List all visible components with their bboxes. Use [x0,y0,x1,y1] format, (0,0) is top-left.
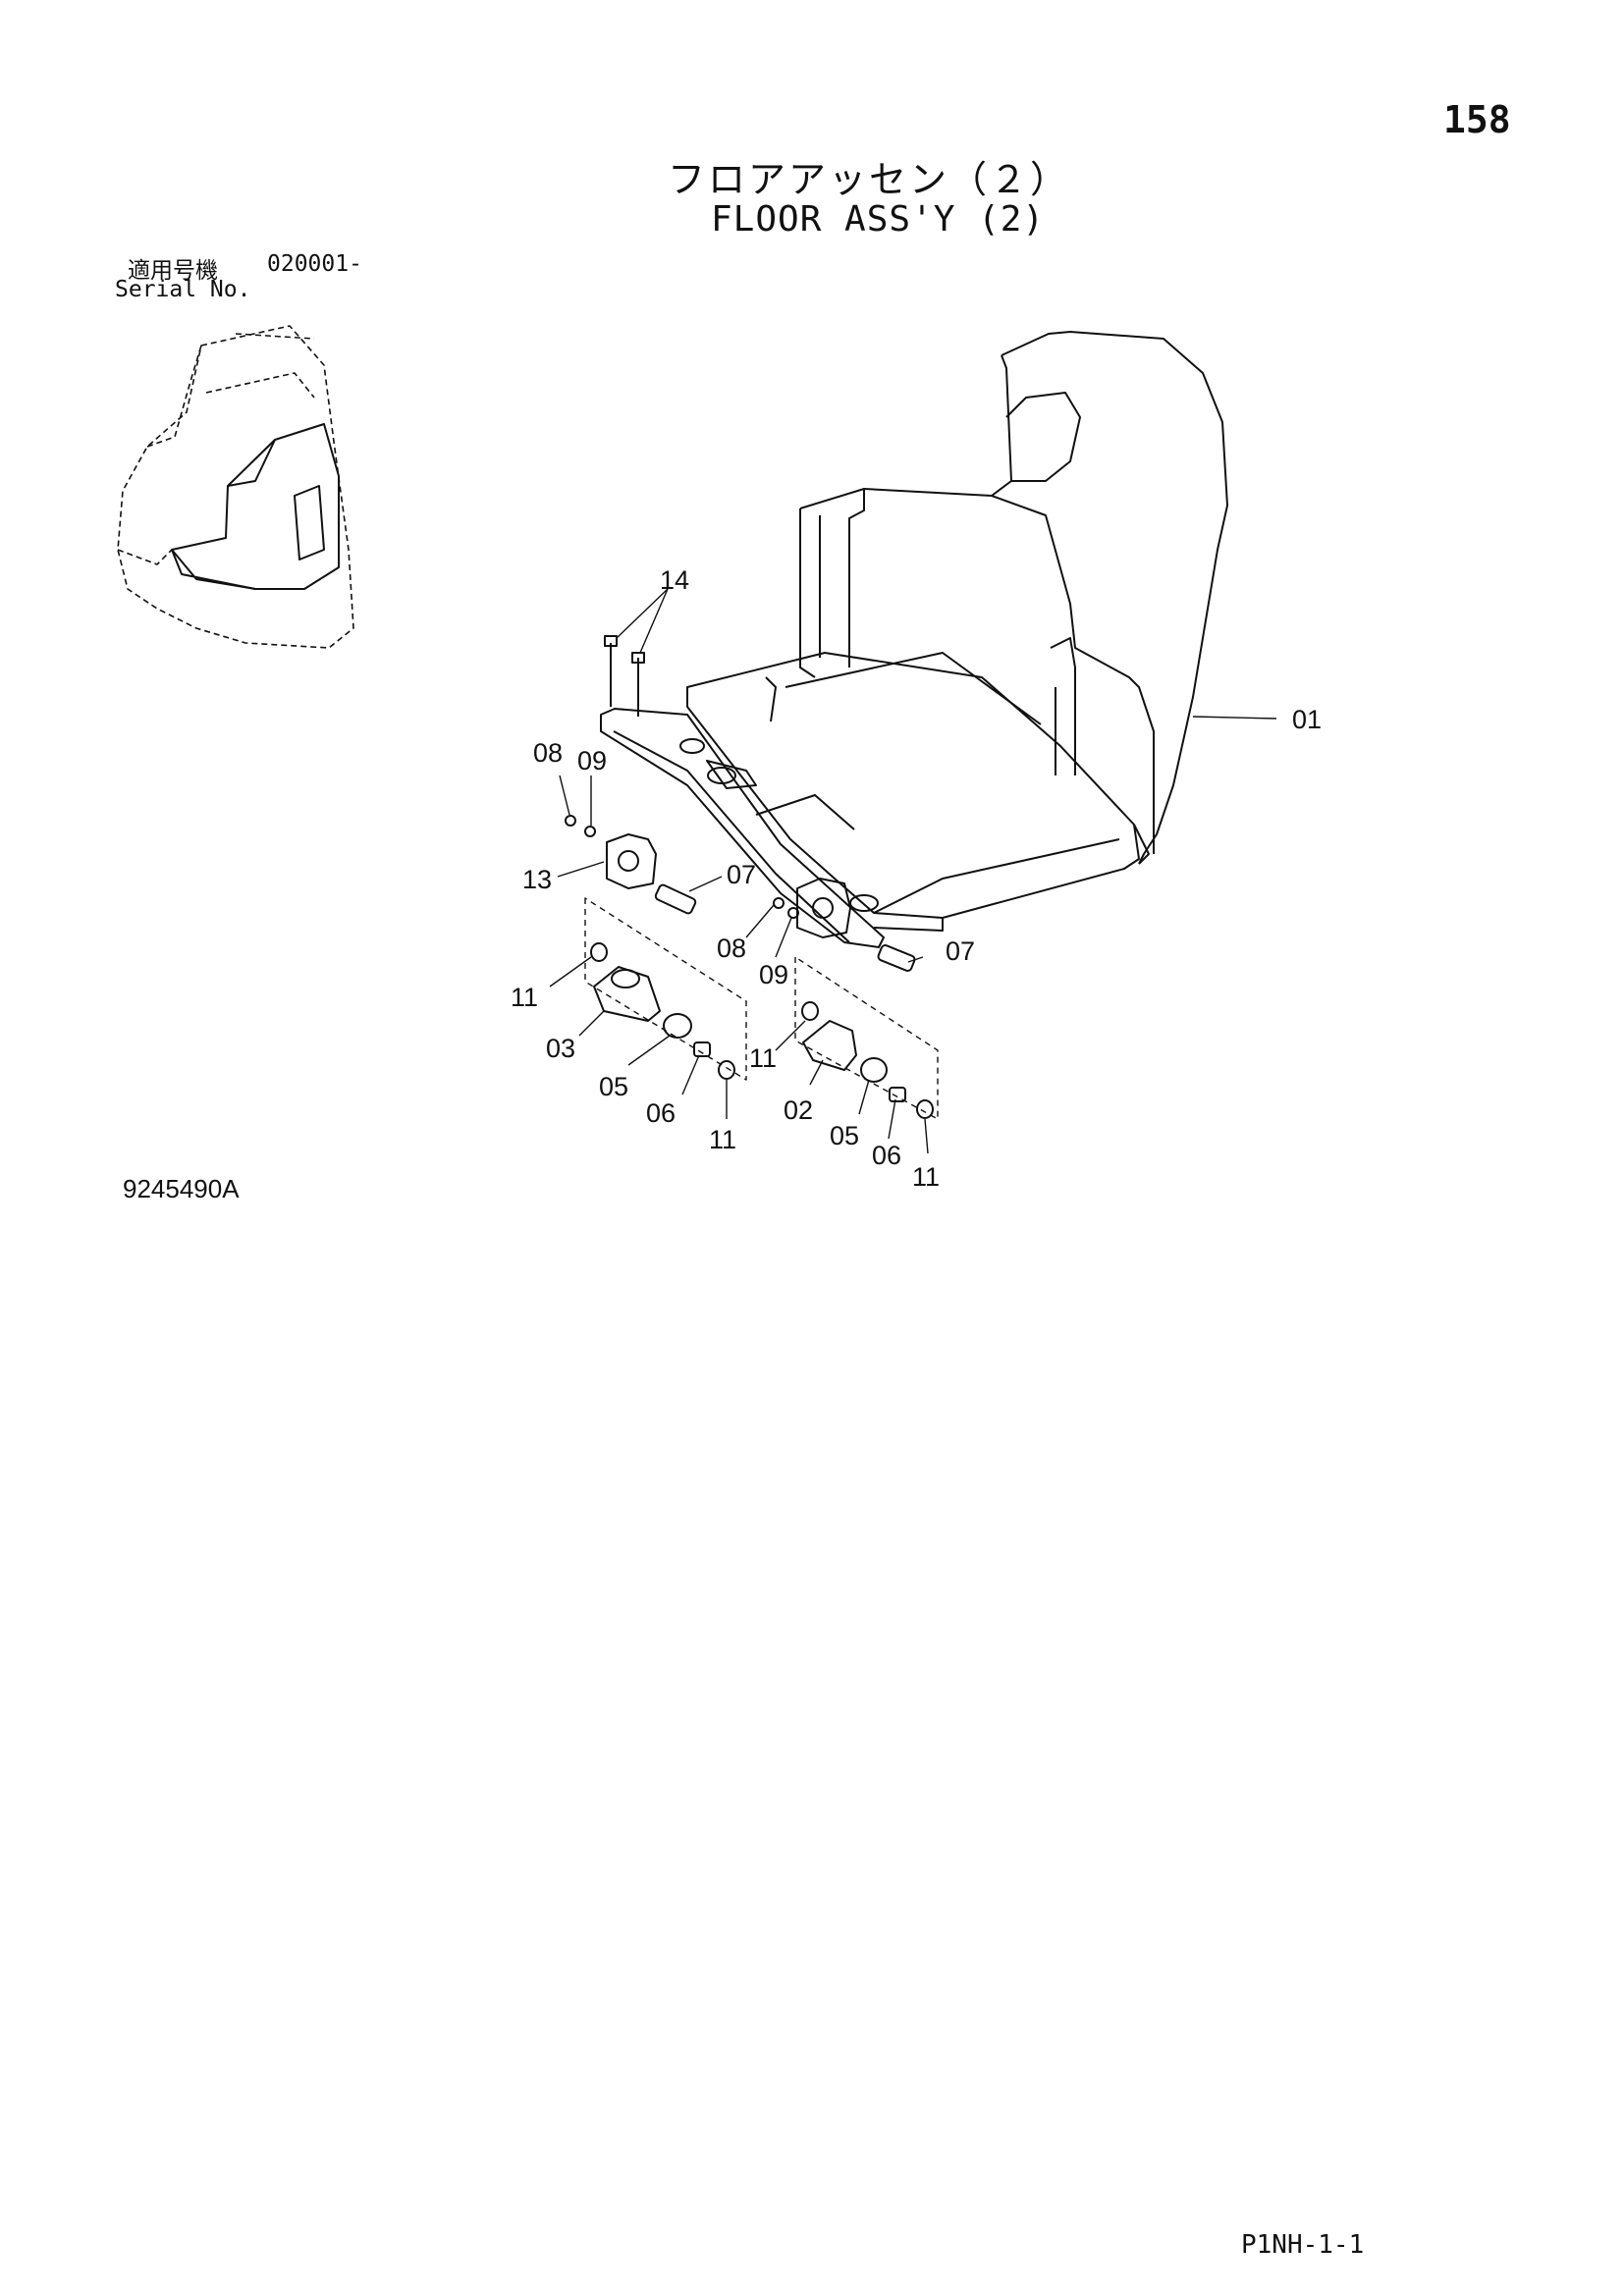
mount-right [773,878,939,1120]
mount-left [565,635,747,1081]
callout-labels: 14 01 08 09 13 07 08 07 09 11 03 05 06 1… [511,565,1322,1192]
callout-09-right: 09 [759,960,788,989]
location-thumbnail [117,325,354,649]
callout-11-c: 11 [749,1043,777,1073]
callout-11-d: 11 [912,1162,940,1192]
callout-07-left: 07 [727,860,756,889]
leader-lines [549,588,1277,1154]
serial-value: 020001- [267,251,362,277]
serial-label-jp: 適用号機 [128,258,218,284]
callout-02: 02 [784,1095,813,1125]
callout-09-left: 09 [577,746,607,775]
serial-label-en: Serial No. [115,277,251,302]
callout-07-right: 07 [946,936,975,966]
callout-06-right: 06 [872,1141,901,1170]
callout-05-left: 05 [599,1072,628,1101]
floor-assembly-main [600,331,1228,948]
figure-number: 9245490A [123,1174,240,1203]
thumbnail-floor [171,423,340,590]
callout-08-right: 08 [717,934,746,963]
callout-13: 13 [522,865,552,894]
footer-code: P1NH-1-1 [1241,2230,1365,2260]
callout-06-left: 06 [646,1098,676,1128]
callout-03: 03 [546,1034,575,1063]
page-title-jp: フロアアッセン（２） [668,158,1071,201]
callout-05-right: 05 [830,1121,859,1150]
callout-08-left: 08 [533,738,563,768]
callout-14: 14 [660,565,689,595]
callout-11-a: 11 [511,983,538,1012]
callout-01: 01 [1292,705,1322,734]
page-number: 158 [1443,98,1511,141]
page-title-en: FLOOR ASS'Y (2) [711,199,1046,240]
callout-11-b: 11 [709,1125,736,1154]
